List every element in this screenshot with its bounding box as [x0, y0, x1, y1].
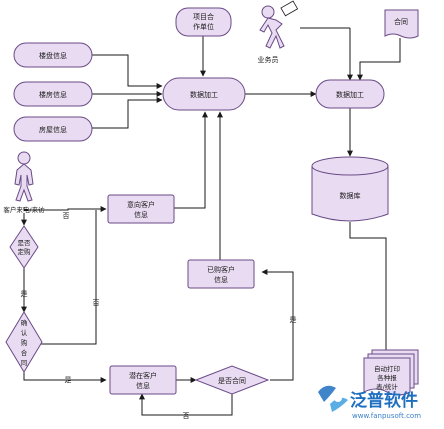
node-report: 自动打印 各种报 表/统计 — [363, 349, 419, 396]
building-info-label: 楼盘信息 — [39, 51, 67, 60]
confirm-line5: 同 — [21, 359, 28, 367]
is-contract-label: 是否合同 — [218, 376, 246, 385]
confirm-line2: 认 — [21, 328, 28, 337]
node-room-info: 房屋信息 — [13, 116, 93, 142]
edge-building-to-process1 — [92, 54, 163, 89]
signed-client-line1: 已购客户 — [207, 265, 235, 274]
edge-label-yes-3: 是 — [290, 316, 297, 324]
client-figure-icon — [14, 151, 34, 202]
edge-label-no-1: 否 — [63, 212, 70, 220]
edge-contract-no — [139, 393, 233, 416]
data-process-2-label: 数据加工 — [336, 90, 364, 99]
report-line2: 各种报 — [377, 373, 397, 382]
proj-contract-line1: 项目合 — [193, 12, 214, 21]
watermark-brand: 泛普软件 — [350, 390, 418, 411]
confirm-line1: 确 — [21, 318, 28, 327]
edge-label-yes-2: 是 — [65, 376, 72, 384]
salesperson-figure-icon — [259, 0, 299, 49]
edge-db-to-report — [349, 222, 389, 358]
node-is-contract: 是否合同 — [194, 365, 270, 395]
salesperson-label: 业务员 — [258, 55, 279, 64]
node-data-process-1: 数据加工 — [162, 77, 246, 111]
edge-confirm-no — [40, 210, 97, 345]
data-process-1-label: 数据加工 — [190, 90, 218, 99]
node-potential-client: 潜在客户 信息 — [109, 365, 177, 395]
edge-confirm-yes — [23, 372, 107, 383]
edge-label-no-2: 否 — [93, 299, 100, 307]
report-line3: 表/统计 — [376, 382, 398, 391]
node-contract: 合同 — [384, 9, 419, 39]
signed-client-line2: 信息 — [214, 275, 228, 284]
fanpu-watermark: 泛普软件 www.fanpusoft.com — [318, 385, 421, 420]
edges — [21, 27, 401, 416]
node-data-process-2: 数据加工 — [315, 79, 385, 109]
edge-decision-no — [23, 206, 107, 212]
node-database: 数据库 — [311, 156, 389, 222]
watermark-url: www.fanpusoft.com — [352, 412, 421, 420]
report-line1: 自动打印 — [374, 364, 400, 373]
proj-contract-line2: 作单位 — [193, 22, 214, 31]
contract-label: 合同 — [394, 17, 408, 26]
edge-label-no-3: 否 — [183, 412, 190, 420]
node-proj-contract: 项目合 作单位 — [175, 7, 232, 37]
node-building-info: 楼盘信息 — [13, 42, 93, 68]
fanpu-logo-icon — [318, 385, 348, 412]
node-intention-client: 意向客户 信息 — [107, 194, 175, 224]
node-signed-client: 已购客户 信息 — [187, 259, 255, 289]
client-visit-label: 客户来电/来访 — [3, 205, 45, 214]
database-label: 数据库 — [340, 191, 361, 200]
edge-room-to-process1 — [92, 97, 163, 129]
intention-client-line2: 信息 — [134, 210, 148, 219]
confirm-line3: 购 — [21, 338, 28, 347]
house-info-label: 楼房信息 — [39, 90, 67, 99]
node-house-info: 楼房信息 — [13, 81, 93, 107]
edge-contract-yes — [261, 269, 294, 381]
intention-client-line1: 意向客户 — [127, 200, 155, 209]
edge-contract-to-process2 — [357, 38, 401, 81]
node-is-signed: 是否 定购 — [9, 225, 39, 269]
potential-client-line2: 信息 — [136, 381, 150, 390]
edge-intention-to-process1 — [174, 111, 208, 209]
confirm-line4: 合 — [21, 348, 28, 357]
is-signed-line1: 是否 — [18, 239, 32, 247]
node-confirm-signed: 确 认 购 合 同 — [5, 311, 43, 373]
room-info-label: 房屋信息 — [39, 125, 67, 134]
is-signed-line2: 定购 — [18, 247, 32, 256]
edge-label-yes-1: 是 — [21, 290, 28, 298]
potential-client-line1: 潜在客户 — [129, 371, 157, 380]
